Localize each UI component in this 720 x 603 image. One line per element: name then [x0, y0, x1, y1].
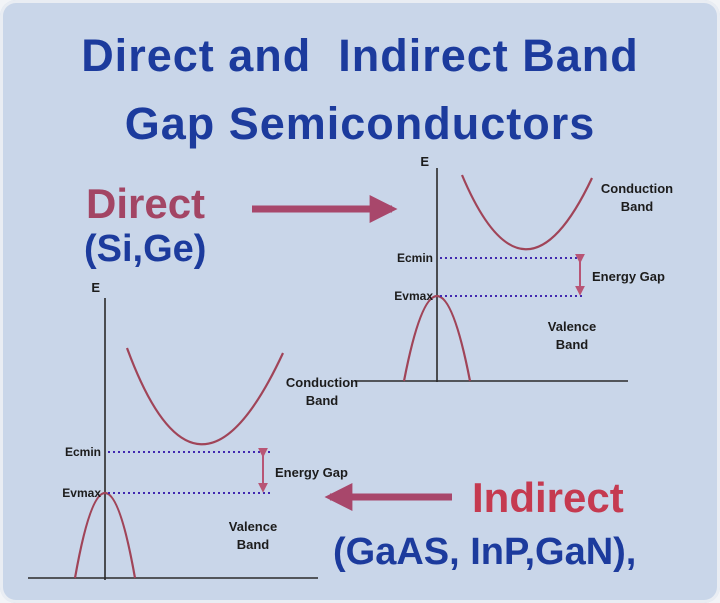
conduction-band-label-line2: Band	[306, 393, 339, 408]
conduction-band-label-line1: Conduction	[601, 181, 673, 196]
valence-band-label-line1: Valence	[548, 319, 596, 334]
direct-materials-label: (Si,Ge)	[84, 228, 207, 270]
energy-gap-label: Energy Gap	[275, 465, 348, 480]
valence-band-label-line1: Valence	[229, 519, 277, 534]
evmax-label: Evmax	[394, 289, 433, 303]
conduction-band-curve	[125, 347, 284, 446]
indirect-materials-label: (GaAS, InP,GaN),	[333, 531, 637, 573]
energy-axis-label: E	[91, 280, 100, 295]
valence-band-curve	[402, 294, 472, 382]
conduction-band-label-line1: Conduction	[286, 375, 358, 390]
page-title-line2: Gap Semiconductors	[124, 98, 596, 149]
page-title-line1: Direct and Indirect Band	[81, 30, 639, 81]
evmax-label: Evmax	[62, 486, 101, 500]
conduction-band-curve	[460, 174, 593, 251]
conduction-band-label-line2: Band	[621, 199, 654, 214]
band-diagram-top: E Ecmin Evmax Energy Gap Conduction Band…	[355, 154, 673, 382]
valence-band-curve	[73, 491, 137, 579]
indirect-label: Indirect	[472, 474, 624, 521]
valence-band-label-line2: Band	[556, 337, 589, 352]
ecmin-label: Ecmin	[65, 445, 101, 459]
direct-label: Direct	[86, 180, 206, 227]
ecmin-label: Ecmin	[397, 251, 433, 265]
band-diagram-bottom: E Ecmin Evmax Energy Gap Conduction Band…	[28, 280, 358, 580]
valence-band-label-line2: Band	[237, 537, 270, 552]
energy-axis-label: E	[420, 154, 429, 169]
energy-gap-label: Energy Gap	[592, 269, 665, 284]
